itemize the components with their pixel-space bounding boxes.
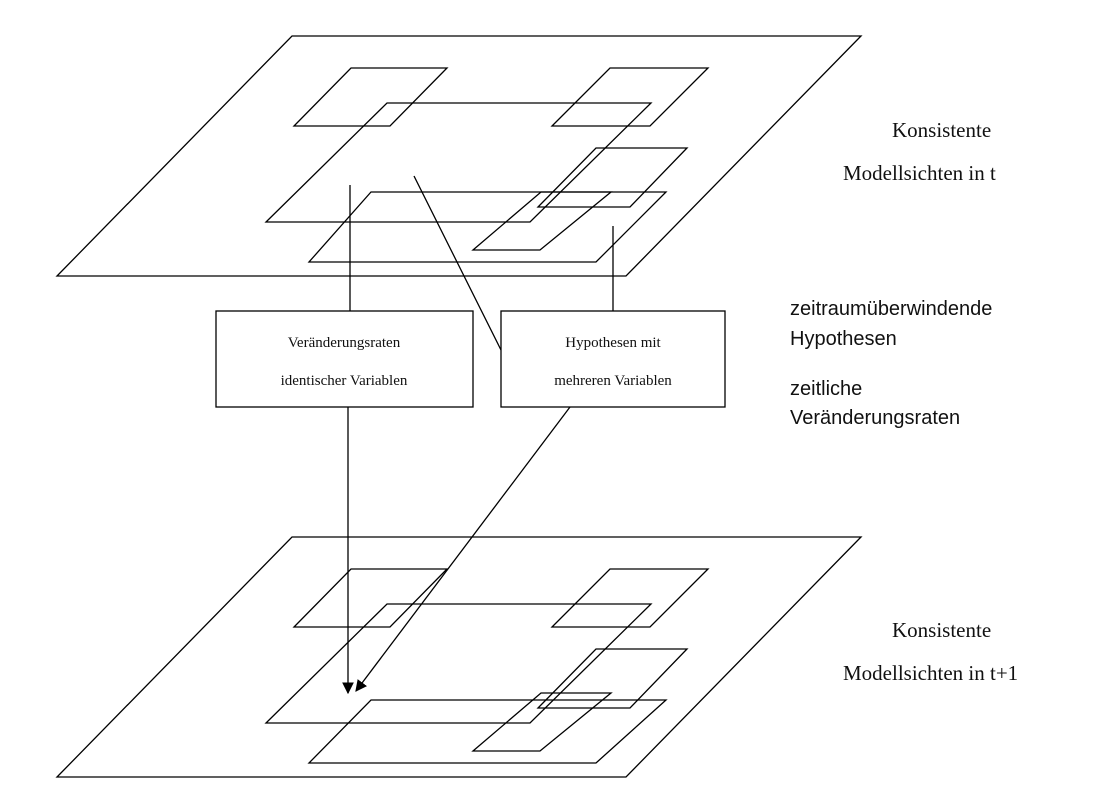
bottom-rect-middle (264, 603, 653, 724)
top-square-mid-right (536, 147, 689, 208)
box-hypotheses-line1: Hypothesen mit (565, 335, 661, 351)
top-plane (55, 35, 863, 277)
bottom-square-upper-left (292, 568, 449, 628)
top-square-lower-right (471, 191, 613, 251)
bottom-plane-label-line2: Modellsichten in t+1 (843, 661, 1018, 685)
top-square-upper-right (550, 67, 710, 127)
box-hypotheses-line2: mehreren Variablen (554, 373, 672, 389)
top-plane-label-line1: Konsistente (892, 118, 991, 142)
top-plane-outline (55, 35, 863, 277)
legend-hypotheses-line1: zeitraumüberwindende (790, 298, 992, 320)
bottom-rect-lower (307, 699, 668, 764)
top-rect-middle (264, 102, 653, 223)
bottom-plane-outline (55, 536, 863, 778)
box-change-rates-frame (215, 310, 474, 408)
legend-hypotheses: zeitraumüberwindende Hypothesen (790, 298, 992, 350)
top-plane-label: Konsistente Modellsichten in t (843, 118, 996, 185)
top-plane-squares (264, 67, 710, 263)
bottom-square-upper-right (550, 568, 710, 628)
bottom-square-lower-right (471, 692, 613, 752)
legend-change-rates-line1: zeitliche (790, 378, 862, 400)
bottom-plane-label: Konsistente Modellsichten in t+1 (843, 618, 1018, 685)
box-change-rates-line2: identischer Variablen (281, 373, 408, 389)
bottom-plane-label-line1: Konsistente (892, 618, 991, 642)
bottom-plane-squares (264, 568, 710, 764)
connector-diagonal-to-right-box (413, 175, 502, 351)
box-change-rates-line1: Veränderungsraten (288, 335, 401, 351)
box-change-rates: Veränderungsraten identischer Variablen (215, 310, 474, 408)
arrow-hypotheses-down (355, 406, 571, 692)
legend-hypotheses-line2: Hypothesen (790, 328, 897, 350)
top-square-upper-left (292, 67, 449, 127)
bottom-square-mid-right (536, 648, 689, 709)
legend-change-rates: zeitliche Veränderungsraten (790, 378, 960, 429)
legend-change-rates-line2: Veränderungsraten (790, 407, 960, 429)
box-hypotheses-frame (500, 310, 726, 408)
box-hypotheses: Hypothesen mit mehreren Variablen (500, 310, 726, 408)
top-plane-label-line2: Modellsichten in t (843, 161, 996, 185)
bottom-plane (55, 536, 863, 778)
